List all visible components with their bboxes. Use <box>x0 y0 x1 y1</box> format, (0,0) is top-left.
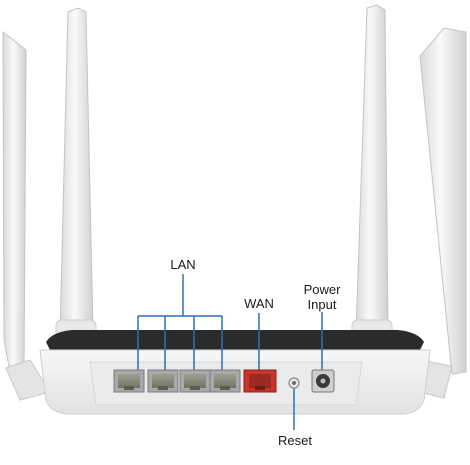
wan-label: WAN <box>244 296 274 311</box>
lan-port-3 <box>179 369 211 393</box>
antenna-far-left <box>2 30 51 401</box>
reset-button <box>288 377 300 389</box>
wan-port <box>243 369 277 393</box>
power-input-jack <box>311 369 335 393</box>
power-input-label: Power Input <box>292 282 352 312</box>
antenna-inner-right <box>351 4 393 345</box>
reset-label: Reset <box>278 433 312 448</box>
lan-port-1 <box>113 369 145 393</box>
power-label-line2: Input <box>307 297 337 312</box>
lan-port-4 <box>209 369 241 393</box>
antenna-inner-left <box>55 7 97 345</box>
lan-callout <box>137 274 223 370</box>
power-label-line1: Power <box>303 282 341 297</box>
lan-label: LAN <box>170 257 196 272</box>
lan-port-2 <box>147 369 179 393</box>
